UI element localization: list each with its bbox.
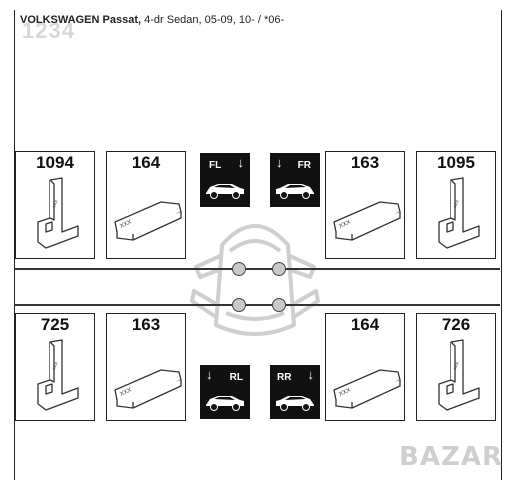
part-box-top-1: 1094 XXX xyxy=(15,151,95,259)
position-icon-fl: FL ↓ xyxy=(200,153,250,207)
part-marking: XXX xyxy=(51,199,59,209)
position-icon-rl: ↓ RL xyxy=(200,365,250,419)
part-number: 1094 xyxy=(36,153,74,172)
position-icon-fr: ↓ FR xyxy=(270,153,320,207)
part-box-top-3: 163 XXX xyxy=(325,151,405,259)
position-icon-rr: RR ↓ xyxy=(270,365,320,419)
position-label-rr: RR xyxy=(277,372,292,383)
pad-icon: XXX xyxy=(333,369,401,409)
part-box-bottom-2: 163 XXX xyxy=(106,313,186,421)
mount-point-rear-right xyxy=(272,298,286,312)
part-marking: XXX xyxy=(119,219,132,229)
arrow-down-icon: ↓ xyxy=(307,367,315,382)
part-box-top-4: 1095 XXX xyxy=(416,151,496,259)
foot-icon: XXX xyxy=(37,177,79,249)
arrow-down-icon: ↓ xyxy=(237,155,245,170)
pad-icon: XXX xyxy=(114,369,182,409)
part-marking: XXX xyxy=(338,387,351,397)
part-number: 725 xyxy=(40,315,70,334)
title-details: 4-dr Sedan, 05-09, 10- / *06- xyxy=(144,14,285,26)
position-label-fr: FR xyxy=(297,160,311,171)
part-marking: XXX xyxy=(51,361,59,371)
watermark-number: 1234 xyxy=(22,18,75,43)
foot-icon: XXX xyxy=(438,177,480,249)
part-number: 1095 xyxy=(437,153,475,172)
arrow-down-icon: ↓ xyxy=(276,155,283,170)
part-marking: XXX xyxy=(452,361,460,371)
pad-icon: XXX xyxy=(114,201,182,241)
car-outline xyxy=(190,224,320,336)
position-label-fl: FL xyxy=(209,160,222,171)
title-model: VOLKSWAGEN Passat, xyxy=(20,14,142,26)
car-side-icon xyxy=(276,396,314,411)
part-number: 163 xyxy=(131,315,161,334)
part-number: 163 xyxy=(350,153,380,172)
foot-icon: XXX xyxy=(438,339,480,411)
page-title: VOLKSWAGEN Passat, 4-dr Sedan, 05-09, 10… xyxy=(20,14,284,26)
car-side-icon xyxy=(276,184,314,199)
part-box-bottom-3: 164 XXX xyxy=(325,313,405,421)
part-box-bottom-1: 725 XXX xyxy=(15,313,95,421)
part-box-bottom-4: 726 XXX xyxy=(416,313,496,421)
part-box-top-2: 164 XXX xyxy=(106,151,186,259)
pad-icon: XXX xyxy=(333,201,401,241)
part-marking: XXX xyxy=(119,387,132,397)
position-label-rl: RL xyxy=(229,372,243,383)
foot-icon: XXX xyxy=(37,339,79,411)
part-marking: XXX xyxy=(452,199,460,209)
rail-line-rear xyxy=(14,304,500,306)
part-marking: XXX xyxy=(338,219,351,229)
brand-watermark: BAZAR xyxy=(399,442,503,472)
mount-point-rear-left xyxy=(232,298,246,312)
arrow-down-icon: ↓ xyxy=(206,367,213,382)
car-side-icon xyxy=(206,184,244,199)
mount-point-front-left xyxy=(232,262,246,276)
part-number: 164 xyxy=(131,153,161,172)
diagram-frame xyxy=(14,10,502,480)
part-number: 164 xyxy=(350,315,380,334)
car-side-icon xyxy=(206,396,244,411)
part-number: 726 xyxy=(441,315,471,334)
rail-line-front xyxy=(14,268,500,270)
mount-point-front-right xyxy=(272,262,286,276)
